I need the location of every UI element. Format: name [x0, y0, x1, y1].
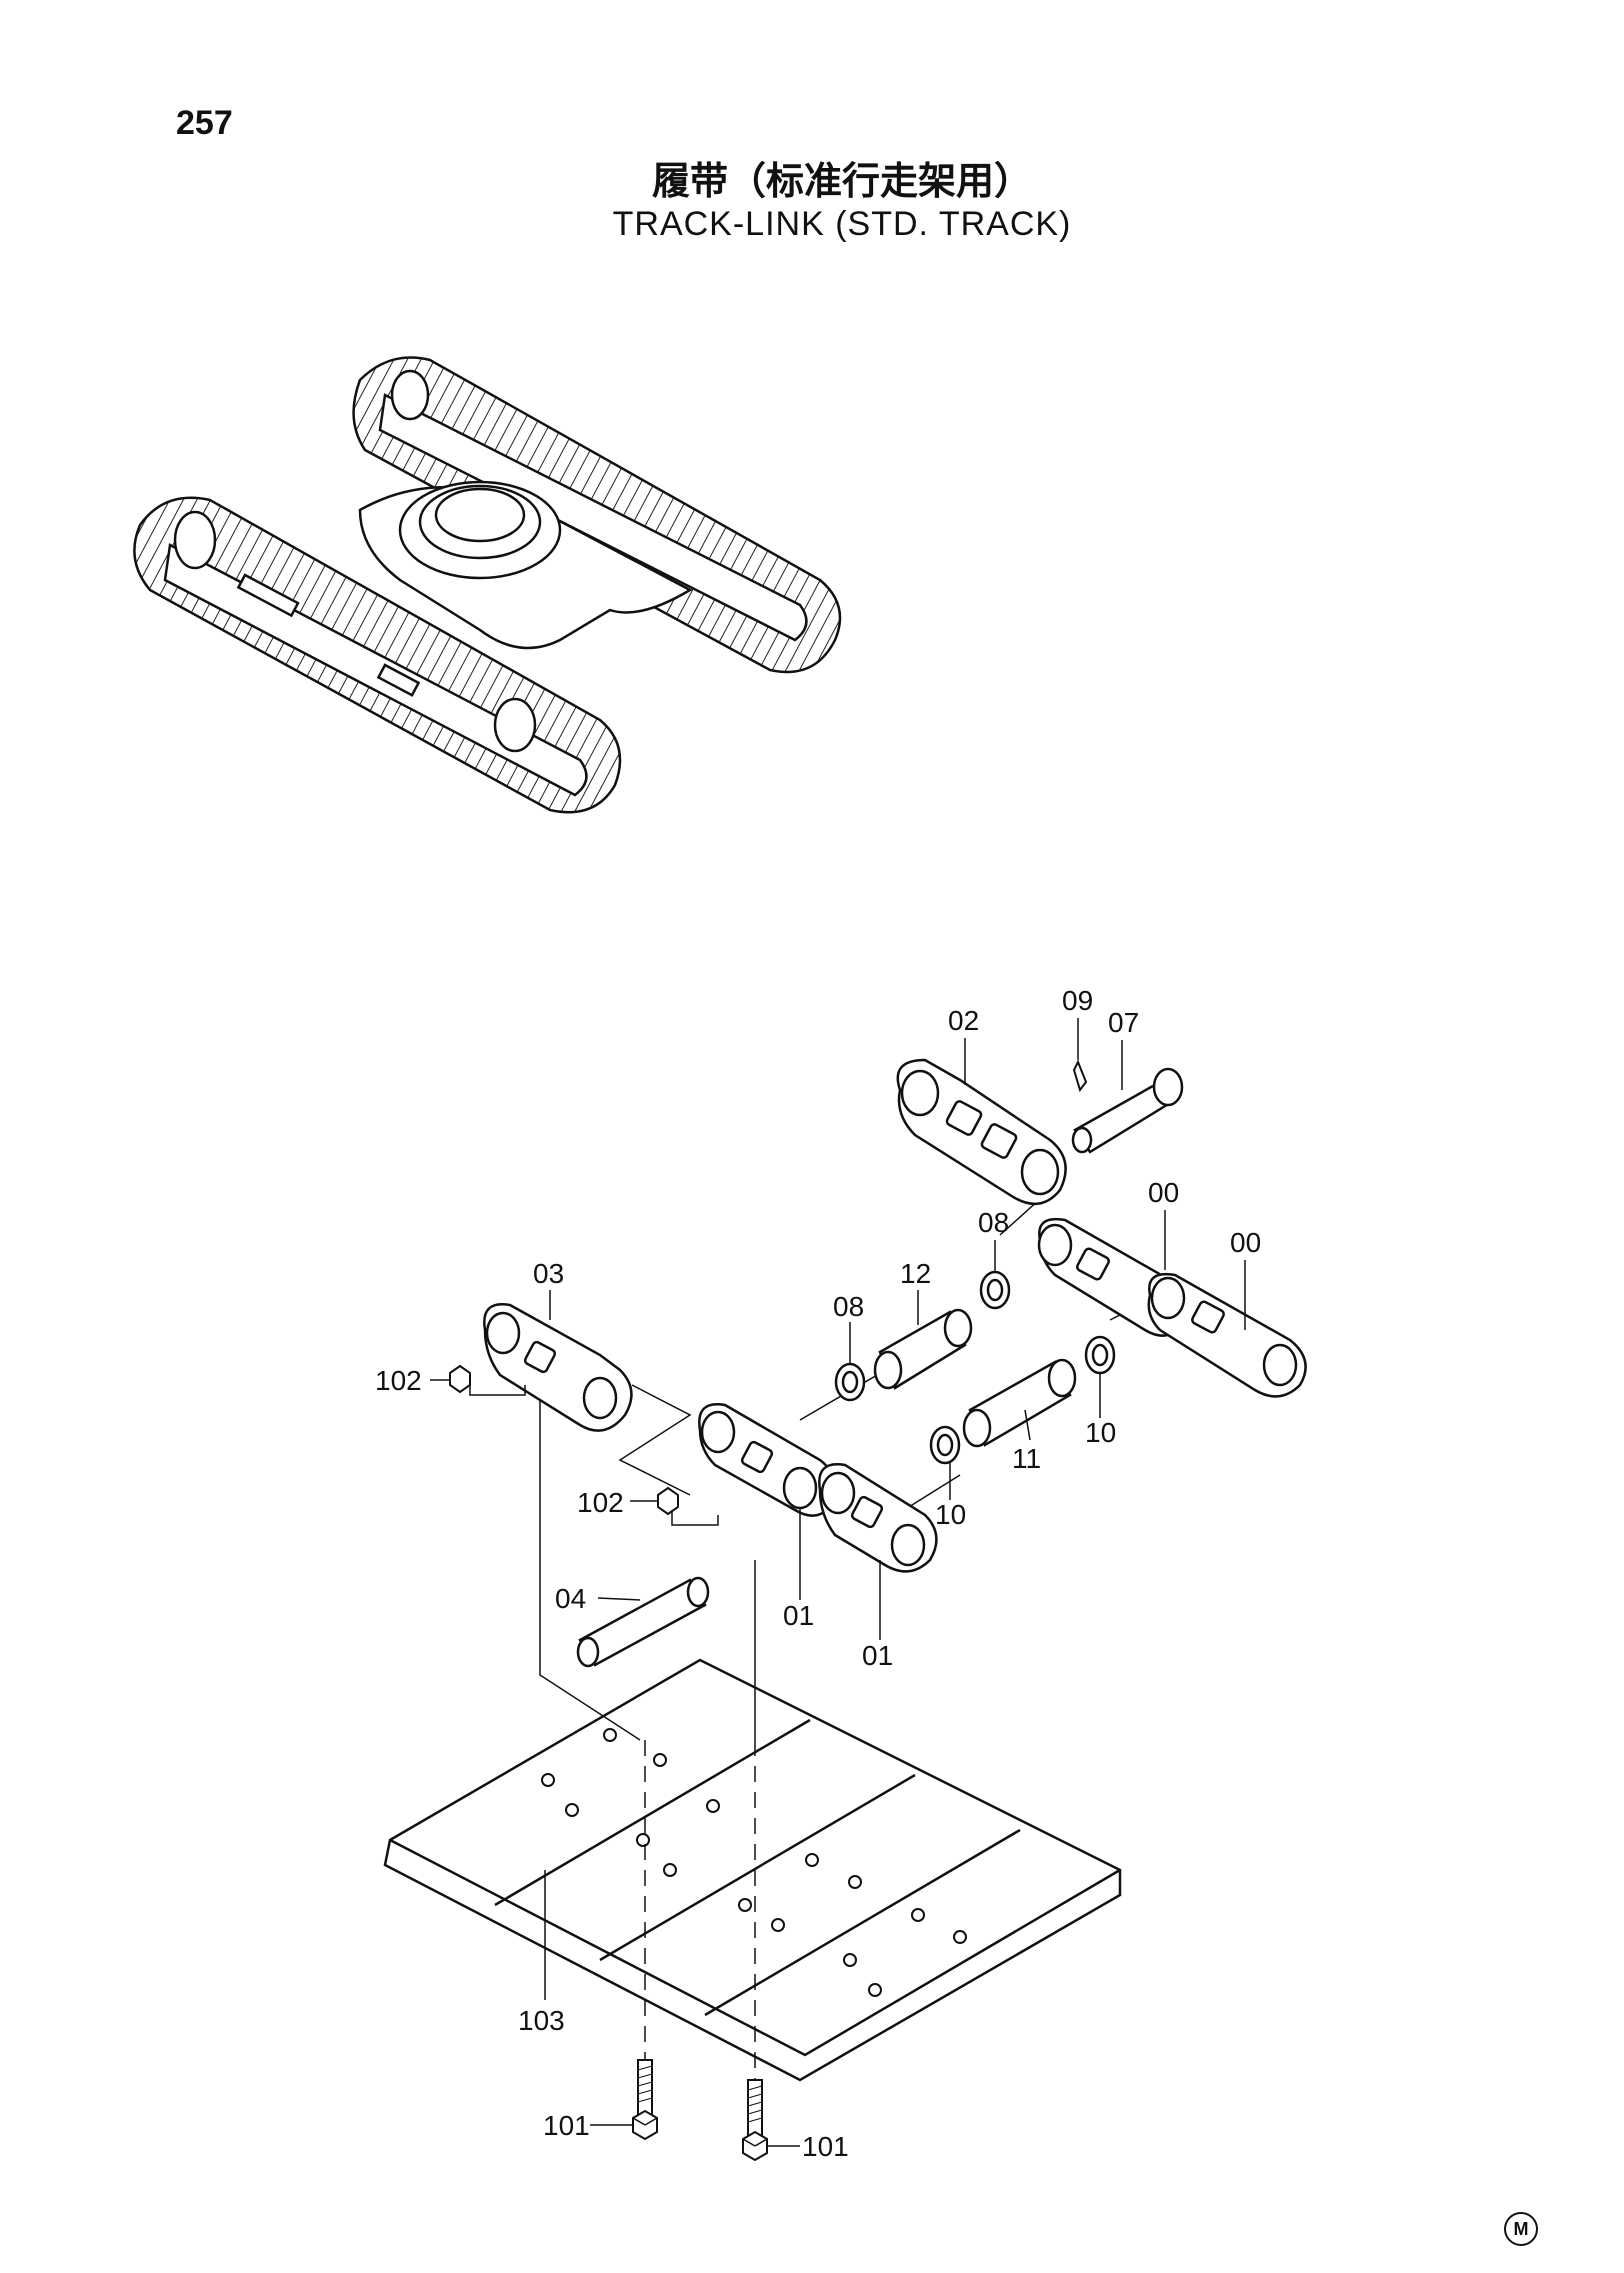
- callout-102-lower: 102: [577, 1487, 624, 1518]
- callout-09: 09: [1062, 985, 1093, 1016]
- callout-leaders: [430, 1018, 1246, 2147]
- callout-102-upper: 102: [375, 1365, 422, 1396]
- callout-04: 04: [555, 1583, 586, 1614]
- callout-08-lower: 08: [833, 1291, 864, 1322]
- title-english: TRACK-LINK (STD. TRACK): [612, 205, 1072, 243]
- callout-101-left: 101: [543, 2110, 590, 2141]
- callout-12: 12: [900, 1258, 931, 1289]
- track-shoe-plates: [383, 1658, 1122, 2082]
- callout-11: 11: [1012, 1443, 1041, 1474]
- callout-101-right: 101: [802, 2131, 849, 2162]
- callout-00-upper: 00: [1148, 1177, 1179, 1208]
- title-chinese: 履带（标准行走架用）: [651, 161, 1032, 203]
- track-pin-07: [1071, 1067, 1184, 1154]
- bolt-101-left: [632, 2059, 658, 2140]
- callout-10-centre: 10: [935, 1499, 966, 1530]
- callout-07: 07: [1108, 1007, 1139, 1038]
- callout-00-lower: 00: [1230, 1227, 1261, 1258]
- callout-02: 02: [948, 1005, 979, 1036]
- bolt-101-right: [742, 2079, 768, 2161]
- track-link-01-pair: [698, 1403, 938, 1573]
- manufacturer-logo: M: [1504, 2212, 1538, 2246]
- nut-102-lower: [657, 1486, 719, 1526]
- bushings-and-seals: [834, 1270, 1116, 1465]
- callout-01-right: 01: [862, 1640, 893, 1671]
- callout-labels: 02 09 07 00 00 08 12 08 03 102 10 11 10 …: [375, 985, 1261, 2162]
- callout-01-left: 01: [783, 1600, 814, 1631]
- track-link-02: [896, 1058, 1067, 1205]
- track-link-00-pair: [1037, 1217, 1307, 1398]
- track-link-03: [483, 1303, 633, 1432]
- callout-10-right: 10: [1085, 1417, 1116, 1448]
- callout-03: 03: [533, 1258, 564, 1289]
- callout-103: 103: [518, 2005, 565, 2036]
- cotter-pin-09: [1072, 1059, 1088, 1093]
- undercarriage-overview: [133, 356, 842, 814]
- nut-102-upper: [449, 1364, 526, 1396]
- callout-08-upper: 08: [978, 1207, 1009, 1238]
- track-pin-04: [576, 1576, 710, 1668]
- page-number: 257: [176, 104, 233, 142]
